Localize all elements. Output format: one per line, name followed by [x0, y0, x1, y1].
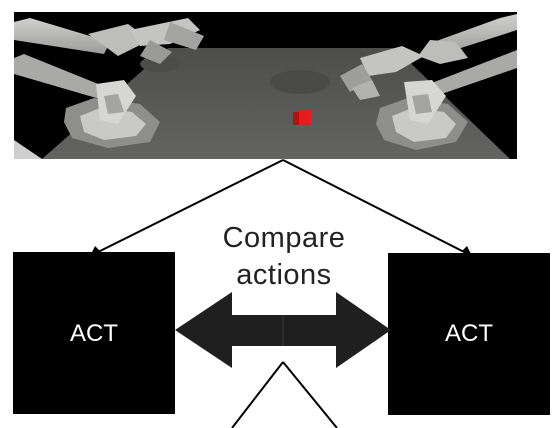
connector-bottom-left: [231, 361, 284, 428]
left-act-label: ACT: [70, 320, 118, 347]
caption-line-2: actions: [236, 259, 331, 291]
left-robot-arm: [14, 18, 204, 148]
connector-right: [282, 159, 471, 256]
connector-left: [91, 159, 284, 256]
connector-bottom-right: [282, 361, 338, 428]
right-robot-arm: [340, 14, 517, 150]
right-act-label: ACT: [445, 320, 493, 347]
connector-lines: [91, 159, 471, 428]
right-act-box: ACT: [388, 253, 550, 415]
table-edge: [14, 140, 42, 159]
table-shadow: [270, 70, 330, 94]
red-cube: [293, 110, 311, 125]
robot-simulation-scene: [14, 12, 517, 159]
left-act-box: ACT: [13, 252, 175, 414]
caption-line-1: Compare: [223, 222, 346, 254]
